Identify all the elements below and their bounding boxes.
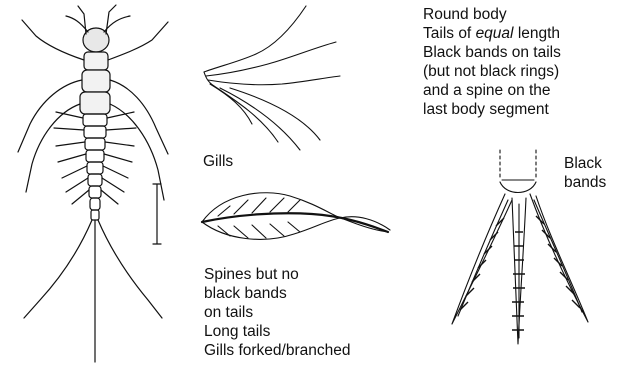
- feature-black-bands: Black bands on tails: [423, 43, 561, 62]
- feature-spine-line-2: last body segment: [423, 100, 561, 119]
- larva-figure: [0, 0, 200, 365]
- feature-not-black-rings: (but not black rings): [423, 62, 561, 81]
- feature-black-bands-line: black bands: [204, 284, 350, 303]
- feature-spines-no-bands: Spines but no: [204, 265, 350, 284]
- features-left-list: Spines but no black bands on tails Long …: [204, 265, 350, 360]
- black-bands-label: Black bands: [564, 154, 606, 192]
- emphasis-equal: equal: [476, 25, 514, 42]
- feature-gills-forked: Gills forked/branched: [204, 341, 350, 360]
- feature-round-body: Round body: [423, 5, 561, 24]
- feature-long-tails: Long tails: [204, 322, 350, 341]
- feature-tails-equal-length: Tails of equal length: [423, 24, 561, 43]
- feature-on-tails: on tails: [204, 303, 350, 322]
- feature-spine-line-1: and a spine on the: [423, 81, 561, 100]
- features-right-list: Round body Tails of equal length Black b…: [423, 5, 561, 119]
- gills-label: Gills: [203, 152, 233, 171]
